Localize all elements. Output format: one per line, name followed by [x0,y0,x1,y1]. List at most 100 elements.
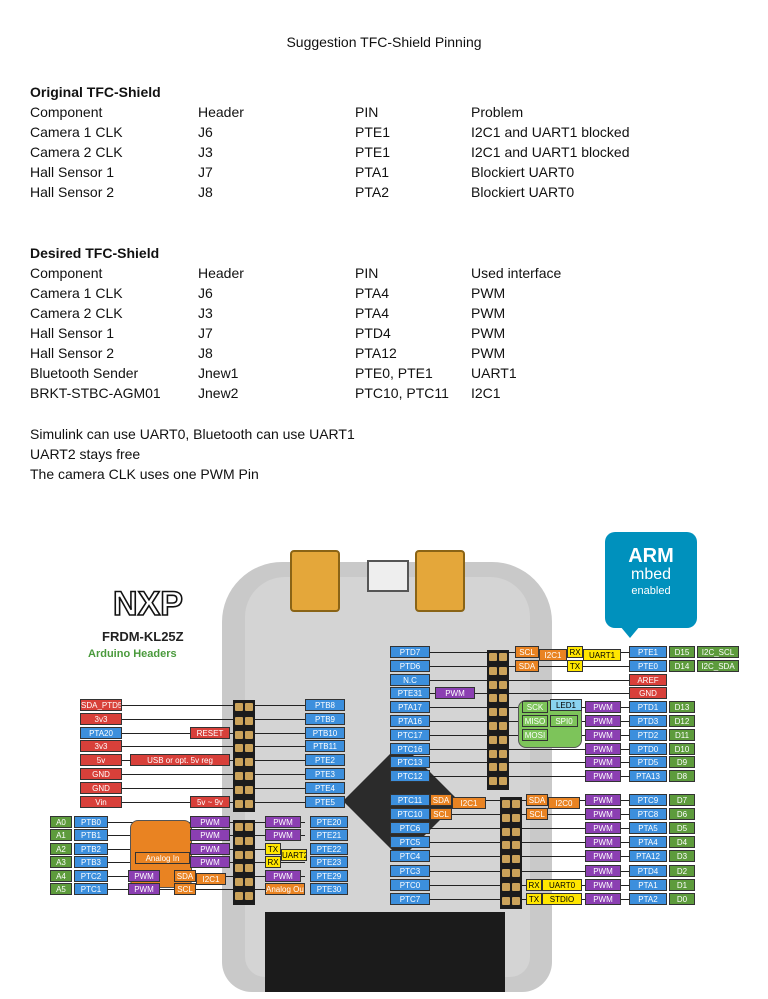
pin-wire [255,705,305,706]
header-pin [235,716,243,725]
header-pin [245,836,253,845]
pin-wire [509,693,629,695]
original-cell: PTE1 [355,124,391,140]
spi-sck-label: SCK [522,701,548,714]
pin-wire [430,776,487,778]
desired-cell: Bluetooth Sender [30,365,139,381]
board-name: FRDM-KL25Z [102,629,184,644]
header-pin [245,703,253,711]
arduino-pin-bottom-4: D3 [669,850,695,863]
header-pin [235,703,243,711]
header-pin [235,744,243,753]
pin-wire [122,705,233,706]
arduino-pin-bottom-3: D4 [669,836,695,849]
pin-wire [122,718,233,720]
right-port-9: PTA13 [629,770,667,783]
right-port-3: GND [629,687,667,700]
inner-right-port: PTC11 [390,794,430,806]
pwm-label: PWM [585,892,621,905]
original-cell: Hall Sensor 1 [30,164,115,180]
header-pin [499,653,507,661]
arduino-pin-9: D8 [669,770,695,783]
header-pin [499,749,507,758]
rx-label: RX [526,878,542,891]
analog-pin-4: A4 [50,869,72,882]
arm-mbed-badge: ARM mbed enabled [605,532,697,628]
desired-cell: J6 [198,285,213,301]
analog-pin-0: A0 [50,816,72,828]
desired-cell: Component [30,265,103,281]
header-pin [499,680,507,689]
pin-wire [255,760,305,762]
pwm-label: PWM [585,808,621,821]
inner-left-port: PTE29 [310,869,348,882]
arduino-pin-bottom-7: D0 [669,892,695,905]
original-cell: I2C1 and UART1 blocked [471,144,630,160]
pin-wire [108,889,233,890]
inner-left-port: PTB10 [305,726,345,739]
pwm-label: PWM [128,869,160,882]
header-pin [235,836,243,845]
original-cell: Hall Sensor 2 [30,184,115,200]
nxp-logo: NXP [112,584,184,622]
scl-label: SCL [515,646,539,658]
original-cell: J3 [198,144,213,160]
analog-out-label: Analog Out [265,883,305,895]
pin-wire [509,748,629,750]
pwm-label: PWM [265,816,301,828]
original-cell: I2C1 and UART1 blocked [471,124,630,140]
header-pin [235,758,243,767]
inner-right-port: PTC4 [390,850,430,863]
original-cell: Camera 2 CLK [30,144,123,160]
pin-wire [430,734,487,736]
power-pin-4: 5v [80,754,122,767]
inner-left-port: PTB9 [305,712,345,725]
header-pin [489,666,497,675]
header-pin [235,892,243,900]
pin-wire [430,748,487,750]
spi-miso-label: MISO [522,715,548,727]
uart1-label: UART1 [583,649,621,661]
right-digital-header-bottom [500,797,522,910]
inner-left-port: PTE4 [305,781,345,794]
header-pin [499,722,507,730]
arm-badge-tail [620,626,640,638]
header-pin [245,823,253,831]
pin-wire [255,801,305,803]
note-3: The camera CLK uses one PWM Pin [30,466,259,482]
uart0-label: UART0 [542,878,582,891]
analog-pin-1: A1 [50,829,72,842]
pinout-figure: NXP FRDM-KL25Z Arduino Headers ARM mbed … [40,522,752,992]
tx-label: TX [526,892,542,905]
pwm-label: PWM [585,878,621,891]
pin-wire [430,814,500,816]
pwm-label: PWM [265,829,301,842]
analog-pin-5: A5 [50,883,72,895]
header-pin [489,735,497,744]
original-heading: Original TFC-Shield [30,84,161,100]
pin-wire [430,652,487,653]
desired-cell: Jnew2 [198,385,239,401]
pin-wire [522,870,629,872]
rx-label: RX [265,856,281,869]
header-pin [245,716,253,725]
power-pin-7: Vin [80,795,122,808]
arm-text: ARM [628,545,674,567]
desired-cell: PTC10, PTC11 [355,385,449,401]
arduino-headers-label: Arduino Headers [88,648,177,660]
original-cell: J8 [198,184,213,200]
uart2-label: UART2 [281,848,307,861]
right-port-bottom-6: PTA1 [629,878,667,891]
desired-cell: J8 [198,345,213,361]
original-cell: Camera 1 CLK [30,124,123,140]
inner-right-port: PTC3 [390,864,430,877]
analog-pin-3: A3 [50,856,72,869]
analog-pin-2: A2 [50,842,72,855]
desired-cell: PWM [471,325,506,341]
power-pin-3: 3v3 [80,740,122,753]
header-pin [499,666,507,675]
